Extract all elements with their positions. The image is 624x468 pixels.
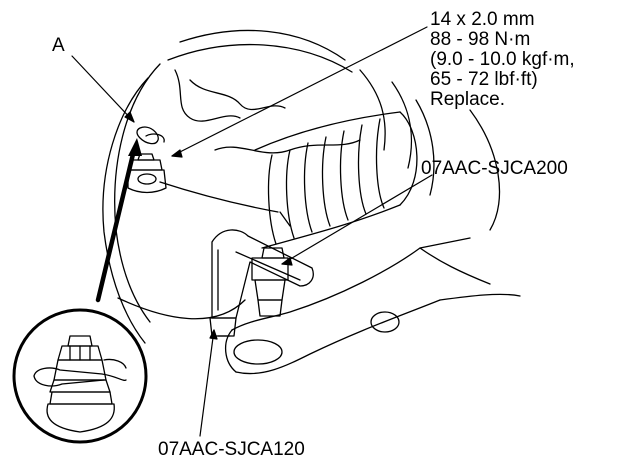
torque-spec-size: 14 x 2.0 mm: [430, 9, 535, 30]
driveshaft-boot: [254, 111, 418, 249]
leader-lines: [71, 26, 433, 437]
castle-nut-and-clip: [127, 126, 167, 194]
torque-spec-nm: 88 - 98 N·m: [430, 29, 531, 50]
dust-shield: [159, 69, 361, 227]
strut-casting: [359, 69, 501, 231]
clip-label-a: A: [52, 35, 65, 56]
ball-joint-remover-tool: [211, 229, 314, 319]
torque-spec-replace: Replace.: [430, 89, 505, 110]
tool-label-upper: 07AAC-SJCA200: [421, 158, 568, 179]
torque-spec-lbfft: 65 - 72 lbf·ft): [430, 69, 538, 90]
detail-zoom-circle: [12, 308, 148, 444]
torque-spec-kgfm: (9.0 - 10.0 kgf·m,: [430, 49, 575, 70]
lower-control-arm: [225, 237, 521, 375]
detail-arrow: [95, 138, 142, 303]
knuckle-outline: [102, 29, 353, 344]
tool-label-lower: 07AAC-SJCA120: [158, 439, 305, 460]
